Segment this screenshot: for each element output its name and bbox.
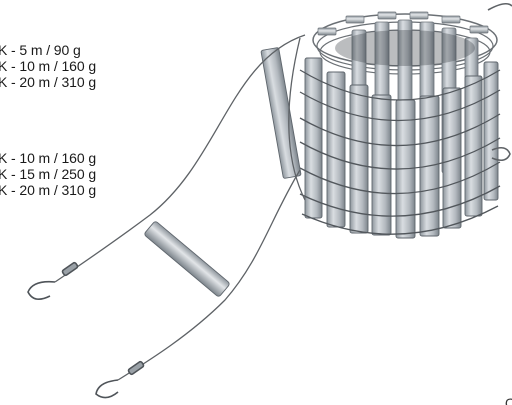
- end-loops: [27, 261, 145, 399]
- spec-list-group-b: K - 10 m / 160 g K - 15 m / 250 g K - 20…: [0, 150, 96, 198]
- spec-line: K - 10 m / 160 g: [0, 58, 97, 74]
- spec-line: K - 15 m / 250 g: [0, 166, 97, 182]
- bottom-rung: [144, 221, 230, 297]
- corner-mark: C: [504, 395, 512, 405]
- spec-list-group-a: K - 5 m / 90 g K - 10 m / 160 g K - 20 m…: [0, 42, 96, 90]
- spec-line: K - 20 m / 310 g: [0, 74, 97, 90]
- spec-line: K - 10 m / 160 g: [0, 150, 97, 166]
- separate-rung: [260, 47, 302, 179]
- coiled-ladder: [299, 2, 512, 239]
- spec-line: K - 5 m / 90 g: [0, 42, 81, 58]
- spec-line: K - 20 m / 310 g: [0, 182, 97, 198]
- extended-ladder-section: [54, 34, 306, 381]
